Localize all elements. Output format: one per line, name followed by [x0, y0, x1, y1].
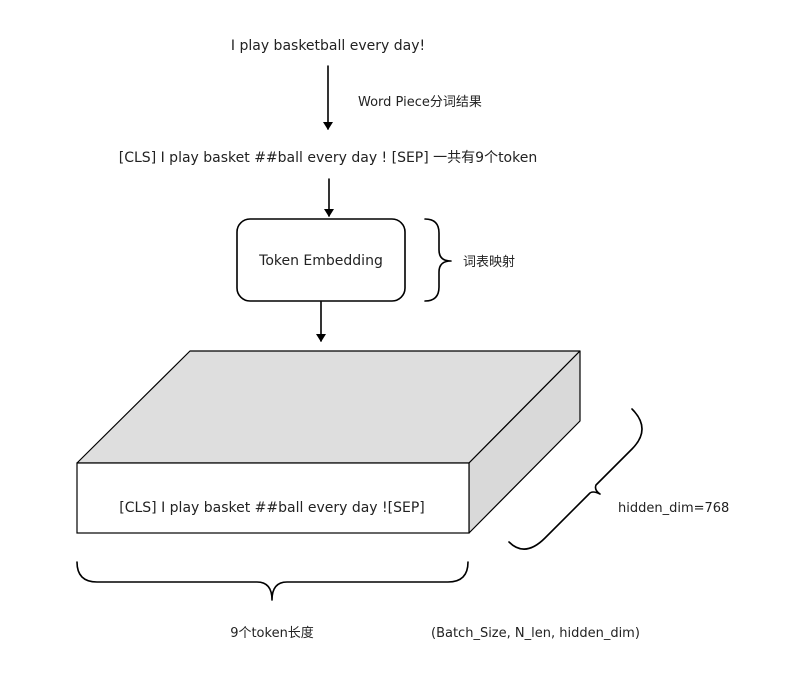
- tensor-front-text: [CLS] I play basket ##ball every day ![S…: [119, 500, 425, 516]
- token-embedding-label: Token Embedding: [258, 253, 383, 269]
- wordpiece-step-label: Word Piece分词结果: [358, 95, 482, 110]
- shape-label: (Batch_Size, N_len, hidden_dim): [431, 626, 640, 641]
- tensor-front-face: [76, 462, 470, 534]
- length-label: 9个token长度: [230, 625, 314, 641]
- hidden-dim-brace: [508, 408, 643, 550]
- tokenized-sentence: [CLS] I play basket ##ball every day ! […: [119, 150, 537, 166]
- embedding-brace-label: 词表映射: [463, 254, 515, 270]
- embedding-brace: [424, 218, 452, 302]
- token-embedding-box: [236, 218, 406, 302]
- input-sentence: I play basketball every day!: [231, 38, 425, 54]
- hidden-dim-label: hidden_dim=768: [618, 501, 729, 516]
- length-brace: [76, 561, 469, 601]
